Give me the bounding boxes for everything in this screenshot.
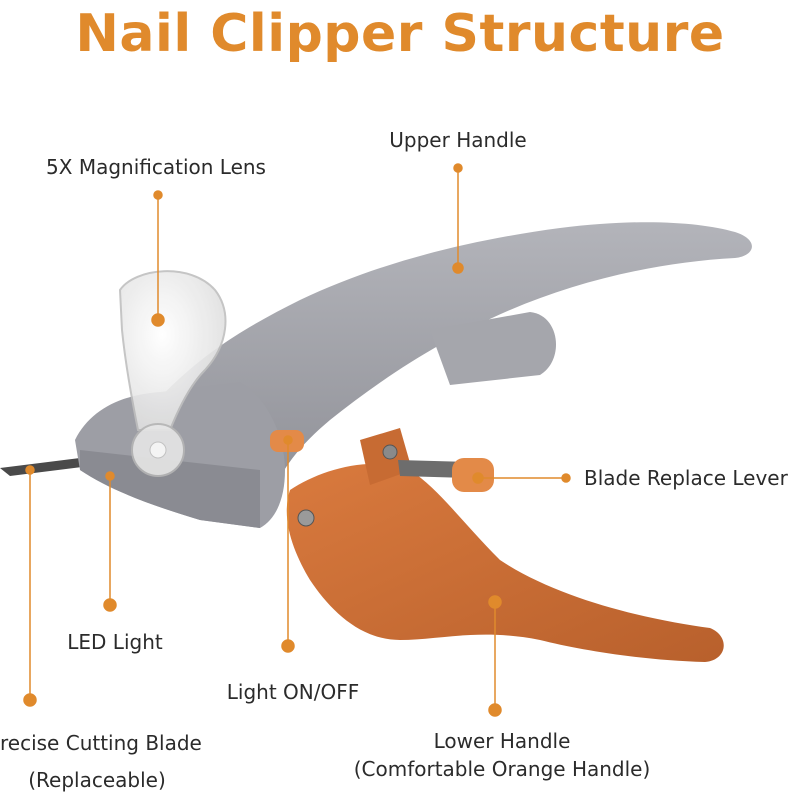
dot-light-on-off	[281, 639, 295, 653]
pivot-screw	[382, 444, 398, 460]
dot-lower-handle	[488, 703, 502, 717]
label-upper-handle: Upper Handle	[389, 128, 527, 152]
label-light-on-off: Light ON/OFF	[226, 680, 360, 704]
label-lower-handle-note: (Comfortable Orange Handle)	[353, 757, 651, 781]
label-lower-handle: Lower Handle	[433, 729, 571, 753]
dot-cutting-blade	[23, 693, 37, 707]
dot-led-light-target	[105, 471, 115, 481]
lower-pivot-screw	[297, 509, 315, 527]
dot-led-light	[103, 598, 117, 612]
dot-blade-replace-lever-target	[472, 472, 484, 484]
diagram-title: Nail Clipper Structure	[75, 4, 725, 64]
blade-replace-lever-knob[interactable]	[452, 458, 494, 492]
label-cutting-blade: recise Cutting Blade	[0, 731, 202, 755]
body-underside	[80, 450, 260, 528]
dot-blade-replace-lever	[561, 473, 571, 483]
upper-handle-rear-block	[430, 312, 557, 385]
dot-cutting-blade-target	[25, 465, 35, 475]
magnification-lens	[118, 270, 227, 431]
dot-magnification-lens-target	[151, 313, 165, 327]
dot-upper-handle-target	[452, 262, 464, 274]
dot-upper-handle	[453, 163, 463, 173]
label-led-light: LED Light	[67, 630, 163, 654]
led-light	[149, 441, 167, 459]
dot-magnification-lens	[153, 190, 163, 200]
label-blade-replace-lever: Blade Replace Lever	[584, 466, 788, 490]
lower-handle	[286, 463, 724, 662]
dot-lower-handle-target	[488, 595, 502, 609]
label-cutting-blade-note: (Replaceable)	[28, 768, 166, 792]
cutting-blade-tip	[0, 458, 90, 476]
dot-light-on-off-target	[283, 435, 293, 445]
label-magnification-lens: 5X Magnification Lens	[46, 155, 266, 179]
